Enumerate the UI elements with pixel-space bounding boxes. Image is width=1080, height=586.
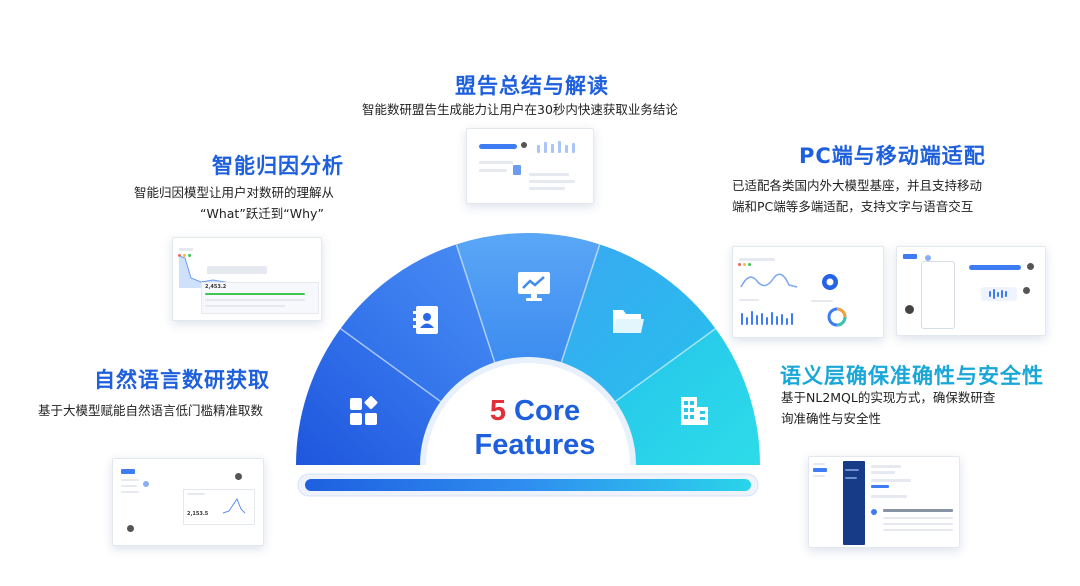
core-features-label: 5 Core Features (460, 394, 610, 462)
segment-semantic (612, 328, 760, 465)
app-grid-icon (350, 396, 378, 425)
contact-book-icon (413, 306, 438, 334)
nl-query-feature-desc: 基于大模型赋能自然语言低门槛精准取数 (38, 403, 264, 418)
pc-dashboard-thumb (732, 246, 884, 338)
mobile-chat-thumb (896, 246, 1046, 336)
report-screenshot-thumb (466, 128, 594, 204)
folder-icon (613, 310, 644, 333)
attribution-screenshot-thumb: 2,453.2 (172, 237, 322, 321)
nl-query-feature-title: 自然语言数研获取 (94, 368, 270, 392)
features-word: Features (474, 429, 596, 461)
pc-mobile-feature-desc-line1: 已适配各类国内外大模型基座，并且支持移动 (732, 178, 983, 193)
semantic-feature-title: 语义层确保准确性与安全性 (780, 364, 1044, 388)
attribution-feature-desc-line1: 智能归因模型让用户对数研的理解从 (134, 185, 335, 200)
semantic-feature-desc-line2: 询准确性与安全性 (781, 411, 882, 426)
chart-monitor-icon (518, 272, 550, 301)
building-icon (681, 397, 708, 425)
nl-thumb-value: 2,153.5 (187, 511, 209, 517)
core-number: 5 (489, 395, 506, 427)
core-word: Core (506, 395, 581, 427)
pc-mobile-feature-title: PC端与移动端适配 (799, 144, 986, 168)
semantic-feature-desc-line1: 基于NL2MQL的实现方式，确保数研查 (781, 390, 996, 405)
segment-nl-query (296, 328, 444, 465)
attribution-feature-desc-line2: “What”跃迁到“Why” (200, 206, 324, 221)
attribution-thumb-value: 2,453.2 (205, 284, 227, 290)
pc-mobile-feature-desc-line2: 端和PC端等多端适配，支持文字与语音交互 (732, 199, 974, 214)
semantic-screenshot-thumb (808, 456, 960, 548)
nl-query-screenshot-thumb: 2,153.5 (112, 458, 264, 546)
report-feature-desc: 智能数研盟告生成能力让用户在30秒内快速获取业务结论 (362, 102, 678, 117)
attribution-feature-title: 智能归因分析 (212, 154, 344, 178)
report-feature-title: 盟告总结与解读 (455, 74, 609, 98)
